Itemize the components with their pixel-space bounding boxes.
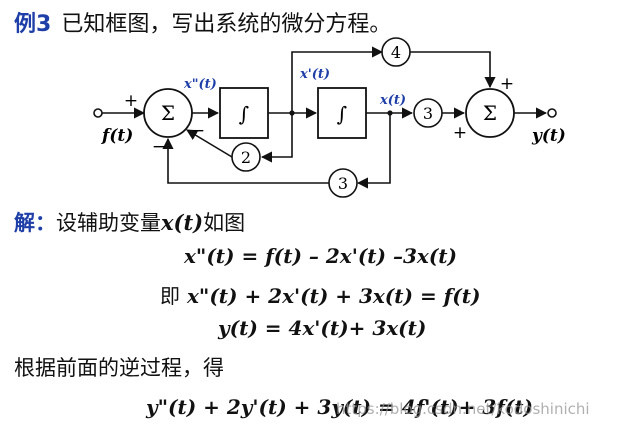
solution-intro: 解：设辅助变量x(t)如图 — [14, 207, 245, 237]
sign-sj1-plus: + — [124, 91, 138, 111]
junction-dot-xp — [289, 110, 295, 116]
block-diagram: Σ ∫ ∫ 3 Σ 4 2 3 + − − + + x"(t) x'(t) x(… — [93, 37, 566, 198]
sum-symbol-1: Σ — [161, 101, 175, 125]
solution-suffix: 如图 — [203, 211, 246, 235]
sign-sj1-minus-b: − — [152, 137, 166, 157]
sign-sj2-plus-top: + — [500, 74, 514, 94]
gain-forward-label: 3 — [423, 104, 433, 123]
sign-sj2-plus-left: + — [453, 123, 467, 143]
watermark: https://blog.csdn.net/kodoshinichi — [336, 400, 590, 418]
equation-4: y"(t) + 2y'(t) + 3y(t) = 4f'(t)+ 3f(t) — [146, 395, 533, 419]
line-fb-outer-a — [356, 113, 391, 189]
sum-symbol-2: Σ — [483, 101, 497, 125]
integrator-symbol-2: ∫ — [337, 102, 347, 126]
integrator-1 — [219, 87, 269, 139]
line-top-path-right — [410, 51, 496, 89]
integrator-symbol-1: ∫ — [239, 102, 249, 126]
output-label: y(t) — [531, 126, 566, 146]
line-fb-outer-b — [162, 137, 329, 184]
signal-label-xp: x'(t) — [299, 67, 330, 82]
integrator-2 — [317, 87, 367, 139]
input-label: f(t) — [101, 126, 133, 146]
equation-2: 即 x"(t) + 2x'(t) + 3x(t) = f(t) — [160, 280, 480, 309]
example-label: 例3 — [14, 12, 52, 37]
solution-text: 设辅助变量 — [56, 211, 161, 235]
problem-title: 例3 已知框图，写出系统的微分方程。 — [14, 6, 391, 38]
output-terminal — [547, 108, 557, 118]
sign-sj1-minus-a: − — [191, 121, 205, 141]
solution-label: 解： — [14, 211, 56, 235]
gain-top-label: 4 — [391, 43, 401, 62]
equation-3: y(t) = 4x'(t)+ 3x(t) — [218, 316, 427, 340]
equation-2-prefix: 即 — [160, 284, 180, 308]
signal-label-xpp: x"(t) — [183, 77, 217, 92]
line-top-path-left — [291, 46, 384, 113]
input-terminal — [93, 108, 103, 118]
gain-fb-outer-label: 3 — [338, 174, 348, 193]
equation-1: x"(t) = f(t) – 2x'(t) –3x(t) — [184, 244, 457, 268]
gain-fb-inner-label: 2 — [241, 148, 251, 167]
line-fb-inner-b — [186, 129, 233, 158]
signal-label-x: x(t) — [379, 93, 406, 108]
line-fb-inner-a — [260, 113, 293, 163]
title-text: 已知框图，写出系统的微分方程。 — [61, 12, 392, 37]
reverse-process-text: 根据前面的逆过程，得 — [14, 356, 224, 380]
junction-dot-x — [387, 110, 393, 116]
solution-variable: x(t) — [161, 210, 204, 235]
equation-2-body: x"(t) + 2x'(t) + 3x(t) = f(t) — [186, 284, 481, 308]
